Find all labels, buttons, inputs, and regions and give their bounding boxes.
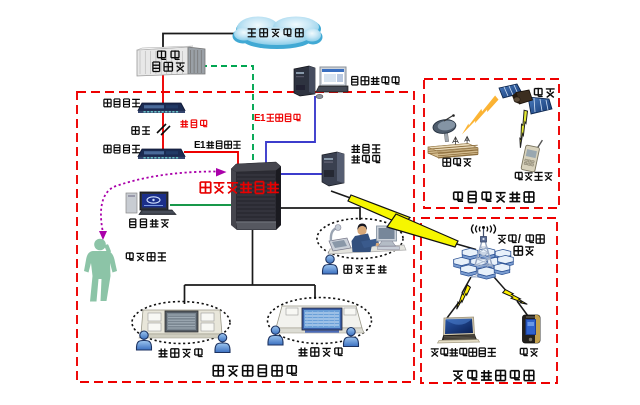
svg-text:1: 1 (200, 140, 206, 151)
svg-text:/: / (518, 234, 522, 246)
svg-text:1: 1 (260, 113, 266, 124)
svg-text:E: E (254, 113, 261, 124)
svg-text:E: E (194, 140, 201, 151)
